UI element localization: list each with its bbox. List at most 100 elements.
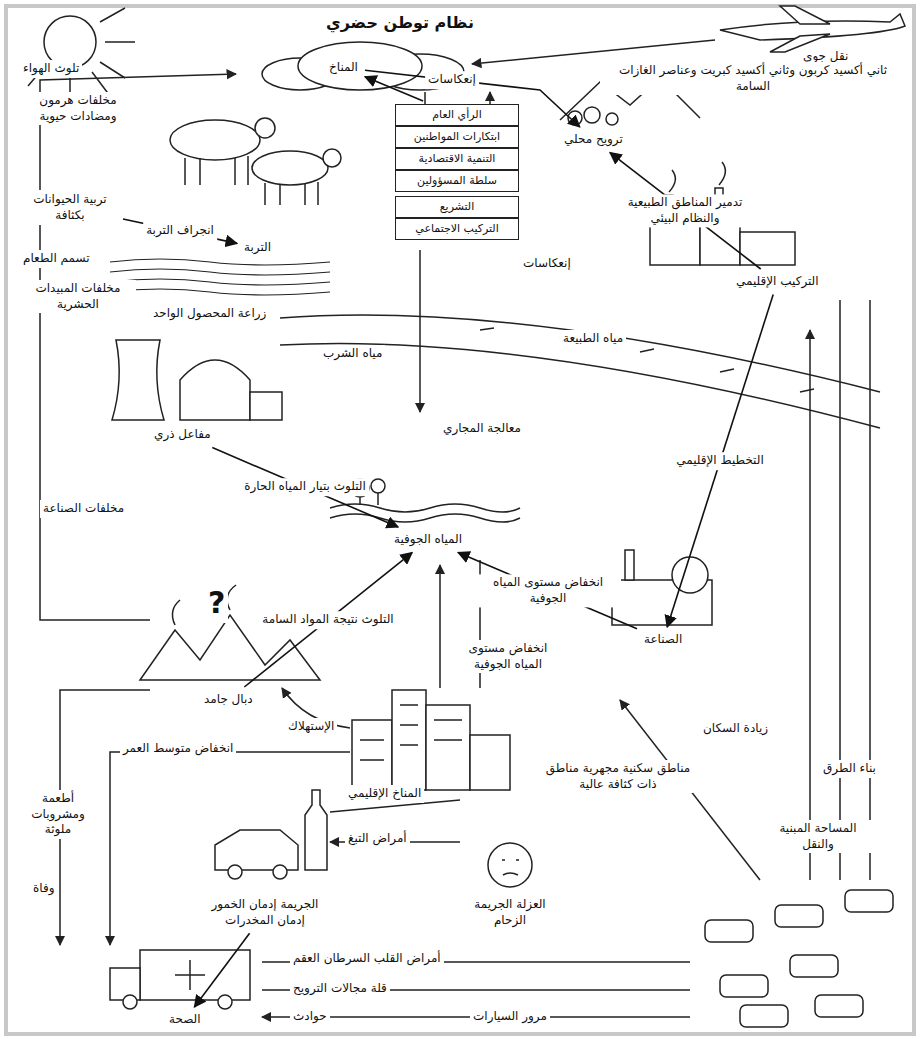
connector-label: التلوث بتيار المياه الحارة (241, 478, 369, 496)
node-text: الصناعة (644, 632, 682, 648)
flow-connector (244, 553, 412, 687)
flow-label: تسمم الطعام (20, 250, 93, 268)
connector-label: التلوث نتيجة المواد السامة (259, 611, 396, 629)
flow-label: وفاة (30, 880, 57, 898)
node-text: الصحة (169, 1012, 201, 1028)
flow-label: أمراض التبغ (345, 830, 410, 848)
caption-node: الصناعة (640, 630, 686, 650)
face-symbol (488, 843, 532, 887)
airplane-symbol (720, 6, 905, 52)
car-bottle-symbol (215, 790, 327, 879)
city-symbol (352, 690, 510, 790)
flow-label: معالجة المجاري (440, 420, 524, 438)
field-symbol (110, 259, 330, 295)
flow-label: مخلفات الصناعة (40, 500, 127, 518)
node-text: التركيب الاجتماعي (399, 222, 515, 236)
flow-label: انخفاض متوسط العمر (120, 740, 236, 758)
caption-node: المناخ (325, 58, 362, 78)
caption-node: الجريمة إدمان الخمور إدمان المخدرات (205, 895, 325, 930)
flow-label: زراعة المحصول الواحد (150, 305, 269, 323)
node-text: الجريمة إدمان الخمور إدمان المخدرات (209, 897, 321, 928)
node-text: دبال جامد (204, 692, 253, 708)
node-text: ترويح محلي (564, 132, 623, 148)
flow-connector (212, 448, 398, 527)
process-box: سلطة المسؤولين (395, 170, 519, 192)
flow-arrow (110, 752, 350, 945)
flow-connector (610, 153, 761, 269)
flow-label: مخلفات هرمون ومضادات حيوية (20, 92, 136, 125)
node-text: ابتكارات المواطنين (399, 130, 515, 144)
flow-label: ثاني أكسيد كربون وثاني أكسيد كبريت وعناص… (600, 62, 906, 95)
flow-connector (365, 77, 423, 101)
flow-label: الإستهلاك (285, 718, 337, 736)
traffic-symbol (705, 890, 893, 1027)
flow-label: قلة مجالات الترويح (290, 980, 390, 998)
node-text: مفاعل ذري (154, 427, 211, 443)
process-box: التركيب الاجتماعي (395, 218, 519, 240)
flow-label: مياه الطبيعة (560, 330, 626, 348)
flow-label: إنعكاسات (520, 255, 574, 273)
river-band (280, 315, 880, 428)
landfill-symbol (140, 585, 320, 680)
flow-arrow (472, 40, 715, 64)
caption-node: التربة (240, 238, 275, 258)
flow-arrow (419, 250, 421, 412)
node-text: التربة (244, 240, 271, 256)
flow-label: أطعمة ومشروبات ملوثة (15, 790, 101, 839)
caption-node: الصحة (165, 1010, 205, 1030)
process-box: الرأي العام (395, 104, 519, 126)
flow-label: بناء الطرق (820, 760, 879, 778)
question-mark: ? (205, 582, 228, 623)
flow-label: مرور السيارات (470, 1008, 550, 1026)
node-text: تربية الحيوانات بكثافة (24, 192, 116, 223)
industry-symbol (612, 550, 712, 625)
flow-label: مخلفات المبيدات الحشرية (20, 280, 136, 313)
flow-arrow (425, 92, 490, 104)
flow-connector (458, 553, 637, 629)
flow-connector (365, 70, 580, 127)
flow-connector (123, 219, 237, 243)
sun-symbol (28, 8, 135, 100)
cow-symbol (170, 118, 341, 205)
flow-label: انخفاض مستوى المياه الجوفية (450, 640, 566, 673)
node-text: الرأي العام (399, 108, 515, 122)
caption-node: التركيب الإقليمي (732, 272, 823, 292)
node-text: التنمية الاقتصادية (399, 152, 515, 166)
connector-label: التخطيط الإقليمي (673, 452, 766, 470)
diagram-title: نظام توطن حضري (320, 12, 480, 33)
flow-label: أمراض القلب السرطان العقم (290, 950, 444, 968)
flow-label: زيادة السكان (700, 720, 771, 738)
flow-arrow (810, 300, 870, 880)
caption-node: مفاعل ذري (150, 425, 215, 445)
flow-connector (667, 295, 773, 627)
process-box: التنمية الاقتصادية (395, 148, 519, 170)
node-text: التشريع (399, 200, 515, 214)
caption-node: العزلة الجريمة الزحام (455, 895, 565, 930)
connector-label: انخفاض مستوى المياه الجوفية (475, 574, 621, 607)
reactor-symbol (112, 340, 282, 420)
caption-node: دبال جامد (200, 690, 257, 710)
connector-label: انجراف التربة (143, 222, 217, 240)
node-text: المياه الجوفية (394, 532, 462, 548)
ambulance-symbol (110, 950, 250, 1009)
process-box: ابتكارات المواطنين (395, 126, 519, 148)
node-text: التركيب الإقليمي (736, 274, 819, 290)
connector-label: إنعكاسات (425, 71, 479, 89)
caption-node: المياه الجوفية (390, 530, 466, 550)
flow-label: مياه الشرب (320, 345, 385, 363)
caption-node: ترويح محلي (560, 130, 627, 150)
node-text: العزلة الجريمة الزحام (459, 897, 561, 928)
flow-arrow (40, 74, 236, 620)
flow-label: حوادث (290, 1008, 330, 1026)
flow-label: المساحة المبنية والنقل (760, 820, 876, 853)
node-text: سلطة المسؤولين (399, 174, 515, 188)
flow-label: تلوث الهواء (20, 60, 82, 78)
flow-label: المناخ الإقليمي (345, 785, 424, 803)
node-text: المناخ (329, 60, 358, 76)
flow-label: مناطق سكنية مجهرية مناطق ذات كثافة عالية (540, 760, 696, 793)
process-box: التشريع (395, 196, 519, 218)
flow-connector (194, 933, 249, 1007)
connector-label: تدمير المناطق الطبيعية والنظام البيئي (612, 194, 758, 227)
caption-node: تربية الحيوانات بكثافة (20, 190, 120, 225)
